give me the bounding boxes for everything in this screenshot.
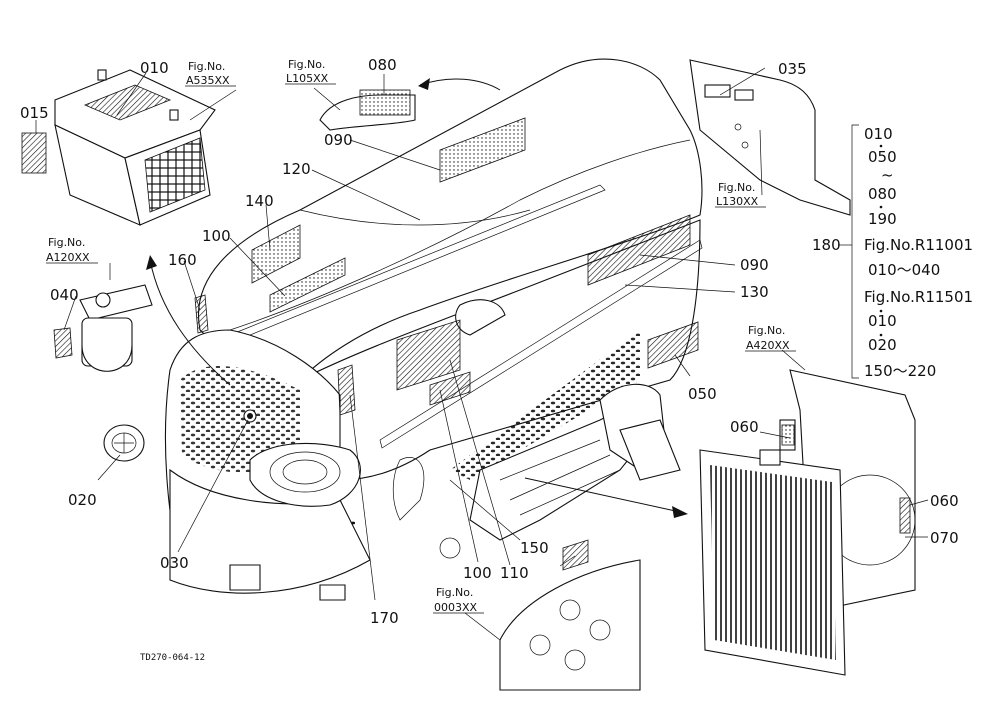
label-060-top: 060 (730, 418, 759, 436)
fig-a535-code: A535XX (186, 74, 230, 87)
fig-l105-label: Fig.No. (288, 58, 325, 71)
label-130: 130 (740, 283, 769, 301)
label-080: 080 (368, 56, 397, 74)
label-090-right: 090 (740, 256, 769, 274)
leader-lines (35, 67, 929, 641)
decal-list-line-5: 190 (868, 210, 897, 228)
fig-a120-code: A120XX (46, 251, 90, 264)
fig-l130-code: L130XX (716, 195, 759, 208)
label-170: 170 (370, 609, 399, 627)
decal-list-line-11: 150～220 (864, 362, 936, 380)
fig-a420-code: A420XX (746, 339, 790, 352)
fig-0003-label: Fig.No. (436, 586, 473, 599)
radiator (699, 369, 916, 676)
label-100-bottom: 100 (463, 564, 492, 582)
decal-list-line-7: 010～040 (868, 261, 940, 279)
label-015: 015 (20, 104, 49, 122)
decal-list-line-3: ~ (881, 166, 894, 184)
label-035: 035 (778, 60, 807, 78)
fig-0003-code: 0003XX (434, 601, 478, 614)
label-050: 050 (688, 385, 717, 403)
label-110: 110 (500, 564, 529, 582)
drawing-code: TD270-064-12 (140, 653, 205, 663)
fig-a120-label: Fig.No. (48, 236, 85, 249)
label-090-top: 090 (324, 131, 353, 149)
decal-list-line-2: 050 (868, 148, 897, 166)
label-160: 160 (168, 251, 197, 269)
label-150: 150 (520, 539, 549, 557)
hood-part-080 (319, 89, 416, 131)
hood-assembly (164, 58, 703, 601)
fig-a535-label: Fig.No. (188, 60, 225, 73)
label-070: 070 (930, 529, 959, 547)
fig-l130-label: Fig.No. (718, 181, 755, 194)
label-020: 020 (68, 491, 97, 509)
battery (54, 69, 216, 226)
battery-decal-015 (21, 132, 47, 174)
fuel-filter (53, 284, 153, 372)
fig-a420-label: Fig.No. (748, 324, 785, 337)
fig-l105-code: L105XX (286, 72, 329, 85)
decal-list-line-6: Fig.No.R11001 (864, 236, 973, 254)
figure-references: Fig.No. A535XX Fig.No. L105XX Fig.No. L1… (46, 58, 790, 614)
cylinder-head (499, 559, 641, 691)
decal-list-key-180: 180 (812, 236, 841, 254)
decal-list: 180 010 050 ~ 080 190 Fig.No.R11001 010～… (812, 125, 973, 380)
label-010: 010 (140, 59, 169, 77)
side-bracket-035 (689, 59, 851, 216)
label-120: 120 (282, 160, 311, 178)
decal-list-line-10: 020 (868, 336, 897, 354)
battery-arrow (149, 259, 231, 386)
label-040: 040 (50, 286, 79, 304)
label-060-right: 060 (930, 492, 959, 510)
decal-list-line-4: 080 (868, 185, 897, 203)
decal-list-line-1: 010 (864, 125, 893, 143)
hood-lift-arrow (419, 78, 501, 91)
decal-list-line-9: 010 (868, 312, 897, 330)
radiator-arrow (524, 477, 681, 513)
label-100-top: 100 (202, 227, 231, 245)
decal-list-line-8: Fig.No.R11501 (864, 288, 973, 306)
label-140: 140 (245, 192, 274, 210)
label-030: 030 (160, 554, 189, 572)
part-labels: 010 015 020 030 035 040 050 060 060 070 … (20, 56, 959, 627)
